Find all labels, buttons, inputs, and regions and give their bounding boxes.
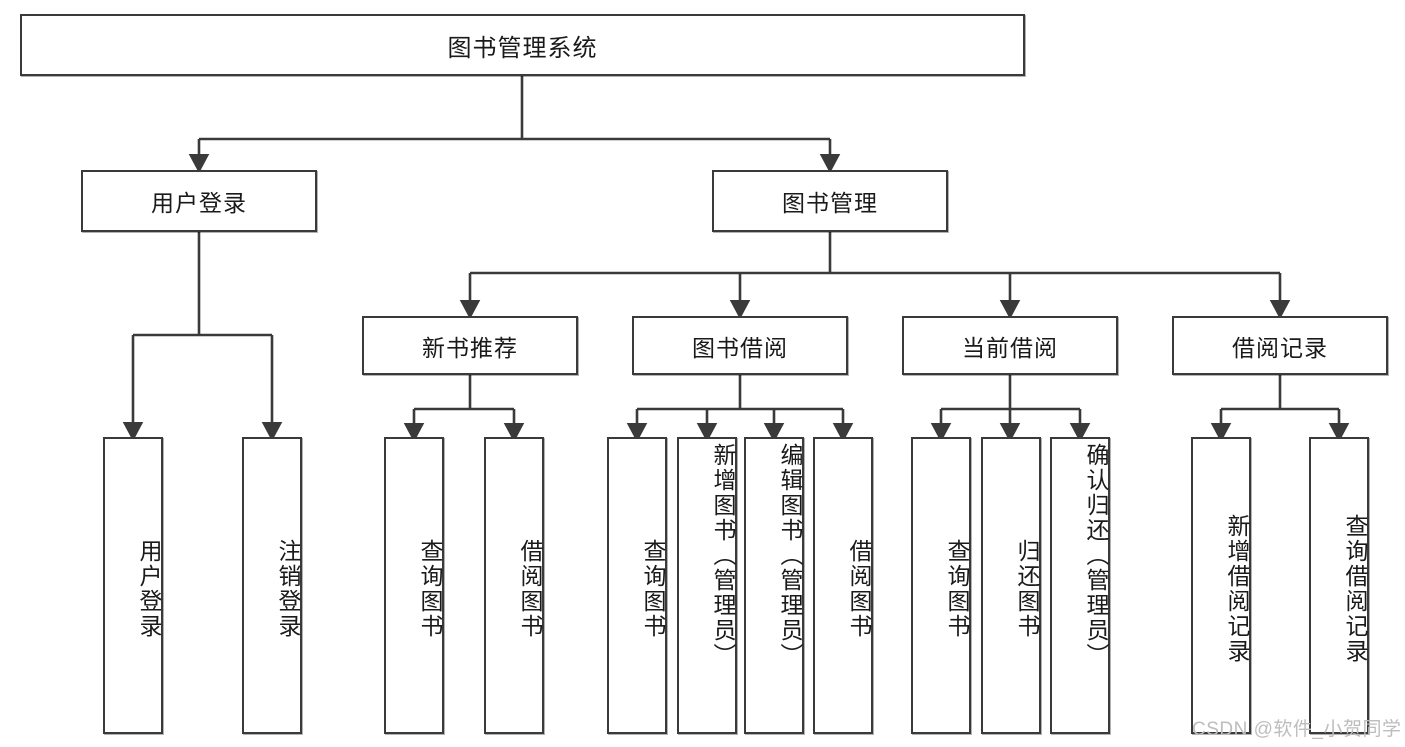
node-label: 图书管理系统 <box>447 34 598 62</box>
node-label: 新增图书（管理员） <box>710 443 736 668</box>
node-label: 借阅图书 <box>846 538 872 639</box>
node-label: 新书推荐 <box>422 334 518 361</box>
node-label: 编辑图书（管理员） <box>777 443 803 668</box>
node-book-management[interactable]: 图书管理 <box>712 170 948 232</box>
csdn-watermark: CSDN @软件_小贺同学 <box>1192 719 1402 740</box>
node-borrow-record[interactable]: 借阅记录 <box>1172 316 1388 375</box>
leaf-borrow-record-add[interactable]: 新增借阅记录 <box>1191 437 1251 734</box>
node-label: 确认归还（管理员） <box>1083 443 1109 668</box>
leaf-new-book-borrow[interactable]: 借阅图书 <box>484 437 544 734</box>
node-label: 用户登录 <box>151 190 247 216</box>
node-label: 用户登录 <box>136 538 162 639</box>
node-root-system[interactable]: 图书管理系统 <box>20 14 1025 76</box>
leaf-current-borrow-confirm-return[interactable]: 确认归还（管理员） <box>1050 437 1110 734</box>
node-label: 图书管理 <box>782 190 878 216</box>
leaf-current-borrow-return[interactable]: 归还图书 <box>981 437 1041 734</box>
node-label: 借阅图书 <box>517 538 543 639</box>
node-new-book-recommend[interactable]: 新书推荐 <box>362 316 578 375</box>
node-label: 借阅记录 <box>1232 334 1328 361</box>
leaf-book-borrow-borrow[interactable]: 借阅图书 <box>813 437 873 734</box>
node-label: 图书借阅 <box>692 334 788 361</box>
node-label: 查询借阅记录 <box>1342 513 1368 664</box>
leaf-borrow-record-query[interactable]: 查询借阅记录 <box>1309 437 1369 734</box>
node-label: 查询图书 <box>417 538 443 639</box>
node-label: 查询图书 <box>944 538 970 639</box>
node-label: 归还图书 <box>1014 538 1040 639</box>
leaf-new-book-query[interactable]: 查询图书 <box>384 437 444 734</box>
node-current-borrow[interactable]: 当前借阅 <box>902 316 1118 375</box>
node-user-login[interactable]: 用户登录 <box>81 170 317 232</box>
node-label: 查询图书 <box>640 538 666 639</box>
leaf-current-borrow-query[interactable]: 查询图书 <box>911 437 971 734</box>
node-label: 当前借阅 <box>962 334 1058 361</box>
leaf-user-login-login[interactable]: 用户登录 <box>103 437 163 734</box>
node-label: 注销登录 <box>275 538 301 639</box>
leaf-book-borrow-add[interactable]: 新增图书（管理员） <box>677 437 737 734</box>
leaf-book-borrow-edit[interactable]: 编辑图书（管理员） <box>744 437 804 734</box>
leaf-book-borrow-query[interactable]: 查询图书 <box>607 437 667 734</box>
node-label: 新增借阅记录 <box>1224 513 1250 664</box>
leaf-user-login-logout[interactable]: 注销登录 <box>242 437 302 734</box>
node-book-borrow[interactable]: 图书借阅 <box>632 316 848 375</box>
